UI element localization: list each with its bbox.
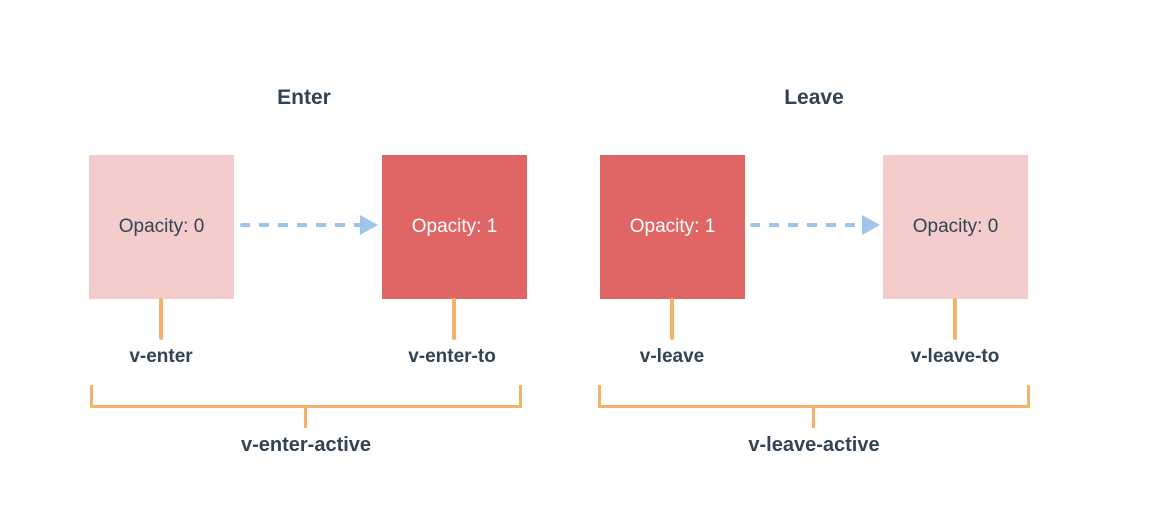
enter-end-connector-line (452, 298, 456, 340)
v-leave-active-label: v-leave-active (748, 434, 880, 456)
leave-title: Leave (784, 86, 844, 109)
enter-end-box: Opacity: 1 (382, 155, 527, 299)
leave-start-box-label: Opacity: 1 (629, 216, 716, 237)
enter-active-bracket-stem (304, 408, 307, 428)
enter-start-box-label: Opacity: 0 (118, 216, 205, 237)
enter-arrow-dashed-line (240, 223, 362, 227)
leave-start-box: Opacity: 1 (600, 155, 745, 299)
v-leave-label: v-leave (639, 346, 705, 367)
enter-arrow-head-icon (360, 215, 378, 235)
enter-start-connector-line (159, 298, 163, 340)
v-enter-active-label: v-enter-active (240, 434, 372, 456)
leave-active-bracket-stem (812, 408, 815, 428)
v-enter-to-label: v-enter-to (408, 346, 496, 367)
v-enter-label: v-enter (129, 346, 193, 367)
enter-active-bracket (90, 385, 522, 408)
leave-arrow-head-icon (862, 215, 880, 235)
leave-end-box: Opacity: 0 (883, 155, 1028, 299)
enter-start-box: Opacity: 0 (89, 155, 234, 299)
leave-end-box-label: Opacity: 0 (912, 216, 999, 237)
leave-arrow-dashed-line (750, 223, 864, 227)
leave-end-connector-line (953, 298, 957, 340)
leave-start-connector-line (670, 298, 674, 340)
enter-title: Enter (277, 86, 331, 109)
enter-end-box-label: Opacity: 1 (411, 216, 498, 237)
v-leave-to-label: v-leave-to (910, 346, 1000, 367)
leave-active-bracket (598, 385, 1030, 408)
